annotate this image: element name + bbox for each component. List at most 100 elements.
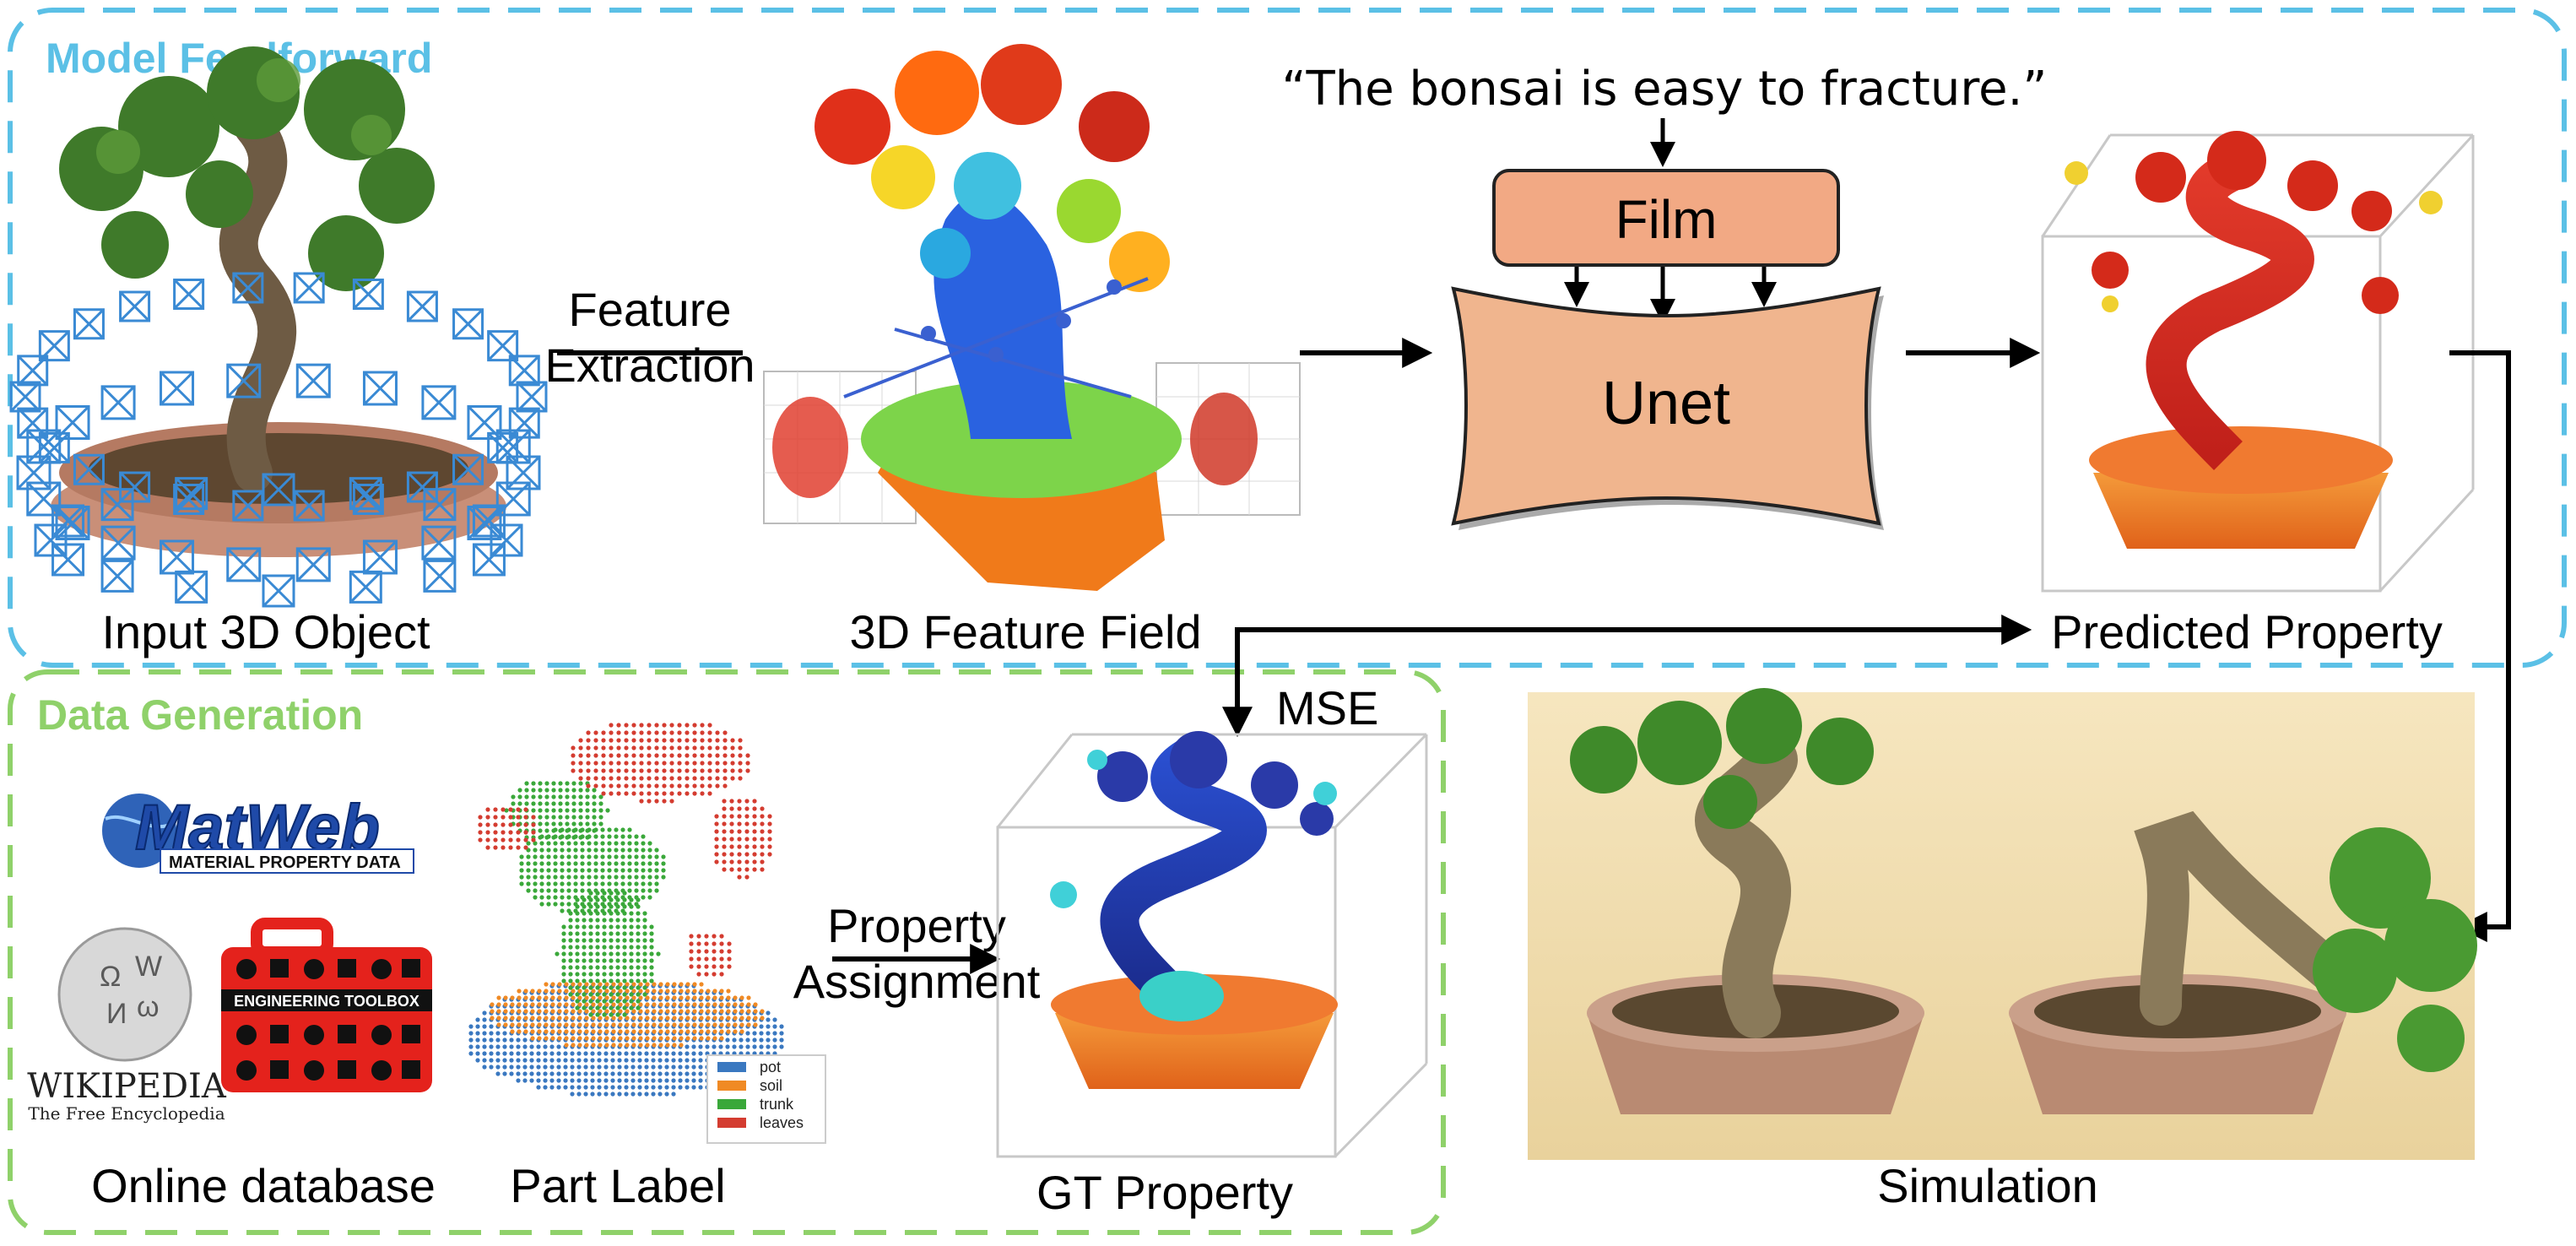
simulation-image [1528, 688, 2477, 1160]
camera-frustum-icon [472, 543, 506, 577]
datagen-title: Data Generation [37, 691, 363, 739]
camera-frustum-icon [100, 488, 134, 522]
camera-frustum-icon [423, 488, 457, 522]
toolbox-logo: ENGINEERING TOOLBOX [221, 918, 432, 1092]
camera-frustum-icon [472, 504, 506, 538]
wikipedia-subtitle: The Free Encyclopedia [28, 1103, 225, 1124]
camera-frustum-icon [421, 525, 457, 561]
arrow-to-simulation [2449, 350, 2511, 942]
property-assignment-label-line1: Property [827, 899, 1006, 952]
wikipedia-title: WIKIPEDIA [27, 1067, 227, 1106]
part-label-label: Part Label [510, 1159, 725, 1212]
legend-swatch-pot [717, 1062, 746, 1072]
camera-frustum-icon [295, 547, 331, 582]
online-database-label: Online database [91, 1159, 436, 1212]
camera-frustum-icon [516, 381, 548, 413]
camera-frustum-icon [51, 504, 85, 538]
camera-frustum-icon [452, 308, 484, 340]
camera-frustum-icon [226, 363, 262, 398]
toolbox-icon [221, 947, 432, 1092]
legend-label-soil: soil [760, 1077, 782, 1094]
gt-property-label: GT Property [1036, 1166, 1293, 1219]
camera-frustum-icon [100, 559, 134, 593]
camera-frustum-icon [293, 490, 325, 522]
camera-frustum-icon [293, 272, 325, 304]
svg-text:W: W [135, 951, 162, 983]
camera-frustum-icon [173, 278, 205, 310]
camera-frustum-icon [100, 525, 136, 561]
camera-frustum-icon [73, 453, 105, 485]
svg-text:И: И [106, 998, 127, 1030]
camera-frustum-icon [262, 574, 295, 608]
camera-frustum-icon [17, 407, 49, 439]
film-to-unet-arrows [1564, 267, 1777, 324]
input-object-image [51, 46, 506, 557]
legend-swatch-trunk [717, 1099, 746, 1109]
input-object-label: Input 3D Object [101, 605, 430, 658]
text-prompt: “The bonsai is easy to fracture.” [1282, 62, 2048, 116]
camera-frustum-icon [119, 290, 151, 322]
globe-icon [102, 794, 176, 868]
gt-property-image [996, 731, 1428, 1158]
predicted-property-label: Predicted Property [2051, 605, 2443, 658]
legend-swatch-soil [717, 1081, 746, 1091]
part-label-pointcloud [468, 723, 784, 1097]
camera-frustum-icon [508, 355, 540, 387]
property-assignment-label-line2: Assignment [793, 955, 1041, 1008]
camera-frustum-icon [9, 381, 41, 413]
feature-field-label: 3D Feature Field [849, 605, 1201, 658]
camera-frustum-icon [495, 429, 531, 464]
camera-frustum-icon [452, 453, 484, 485]
svg-text:ω: ω [137, 991, 160, 1023]
feature-extraction-label-line2: Extraction [545, 339, 755, 392]
camera-frustum-icon [467, 405, 502, 441]
camera-frustum-icon [421, 385, 457, 420]
camera-frustum-icon [295, 363, 331, 398]
camera-frustum-icon [175, 477, 208, 511]
camera-frustum-icon [55, 405, 90, 441]
camera-frustum-icon [362, 371, 398, 406]
legend-swatch-leaves [717, 1118, 746, 1128]
camera-frustum-icon [26, 429, 62, 464]
camera-frustum-icon [362, 539, 398, 575]
camera-frustum-icon [352, 278, 384, 310]
matweb-logo: MatWeb MATERIAL PROPERTY DATA [102, 791, 414, 874]
feature-extraction-label-line1: Feature [569, 283, 732, 336]
unet-label: Unet [1602, 370, 1730, 437]
svg-text:Ω: Ω [100, 961, 121, 993]
camera-frustum-icon [423, 559, 457, 593]
camera-frustum-icon [495, 481, 531, 517]
predicted-property-image [2041, 131, 2475, 593]
camera-frustum-icon [232, 272, 264, 304]
camera-frustum-icon [226, 547, 262, 582]
camera-frustum-icon [51, 543, 85, 577]
legend-label-pot: pot [760, 1059, 781, 1075]
camera-frustum-icons [9, 272, 548, 608]
camera-frustum-icon [490, 523, 523, 557]
simulation-label: Simulation [1877, 1159, 2097, 1212]
feedforward-section-box [8, 8, 2567, 668]
unet-block: Unet [1451, 286, 1884, 530]
camera-frustum-icon [232, 490, 264, 522]
feature-field-image [763, 44, 1301, 591]
camera-frustum-icon [73, 308, 105, 340]
camera-frustum-icon [100, 385, 136, 420]
film-block: Film [1492, 169, 1840, 267]
camera-frustum-icon [160, 371, 195, 406]
matweb-subtitle: MATERIAL PROPERTY DATA [169, 853, 401, 872]
toolbox-title: ENGINEERING TOOLBOX [234, 993, 419, 1010]
camera-frustum-icon [160, 539, 195, 575]
feature-extraction-arrow: Feature Extraction [545, 283, 755, 392]
legend-label-trunk: trunk [760, 1096, 794, 1113]
legend-label-leaves: leaves [760, 1114, 804, 1131]
mse-label: MSE [1276, 681, 1378, 734]
camera-frustum-icon [175, 570, 208, 604]
camera-frustum-icon [262, 473, 295, 507]
film-label: Film [1615, 189, 1718, 250]
property-assignment-arrow: Property Assignment [793, 899, 1041, 1008]
camera-frustum-icon [406, 290, 438, 322]
camera-frustum-icon [349, 477, 382, 511]
